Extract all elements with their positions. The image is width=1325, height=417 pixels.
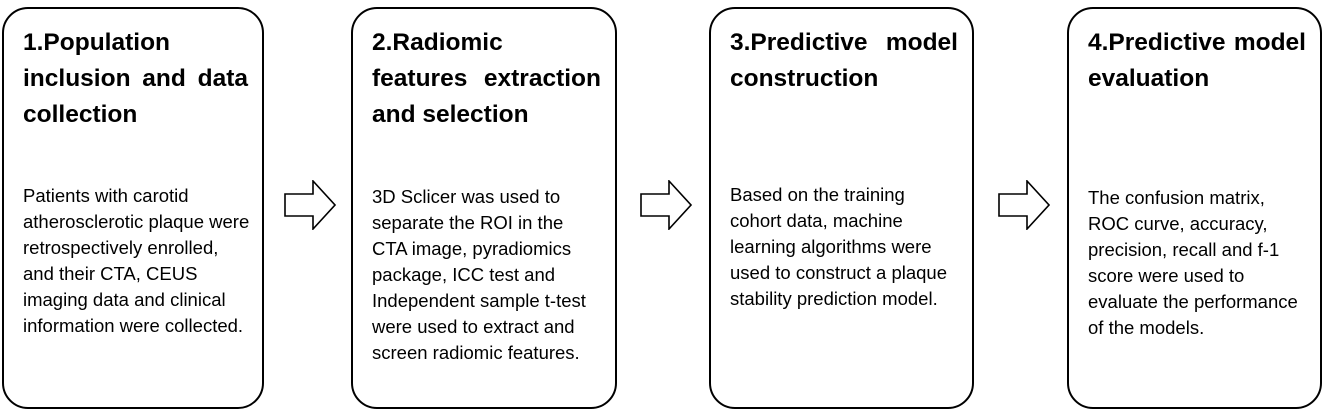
right-arrow-icon (284, 180, 336, 230)
right-arrow-icon (998, 180, 1050, 230)
step-description: Patients with carotid atherosclerotic pl… (23, 185, 250, 336)
step-title: 1.Population inclusion and data collecti… (23, 29, 248, 128)
step-box-model-evaluation: 4.Predictive model evaluation The confus… (1067, 7, 1322, 409)
step-box-feature-extraction: 2.Radiomic features extraction and selec… (351, 7, 617, 409)
step-title: 3.Predictive model construction (730, 29, 958, 92)
step-box-model-construction: 3.Predictive model construction Based on… (709, 7, 974, 409)
step-description: The confusion matrix, ROC curve, accurac… (1088, 187, 1298, 338)
step-box-population-inclusion: 1.Population inclusion and data collecti… (2, 7, 264, 409)
step-title: 4.Predictive model evaluation (1088, 29, 1306, 92)
step-description: Based on the training cohort data, machi… (730, 184, 948, 309)
right-arrow-icon (640, 180, 692, 230)
step-title: 2.Radiomic features extraction and selec… (372, 29, 601, 128)
step-description: 3D Sclicer was used to separate the ROI … (372, 186, 586, 363)
